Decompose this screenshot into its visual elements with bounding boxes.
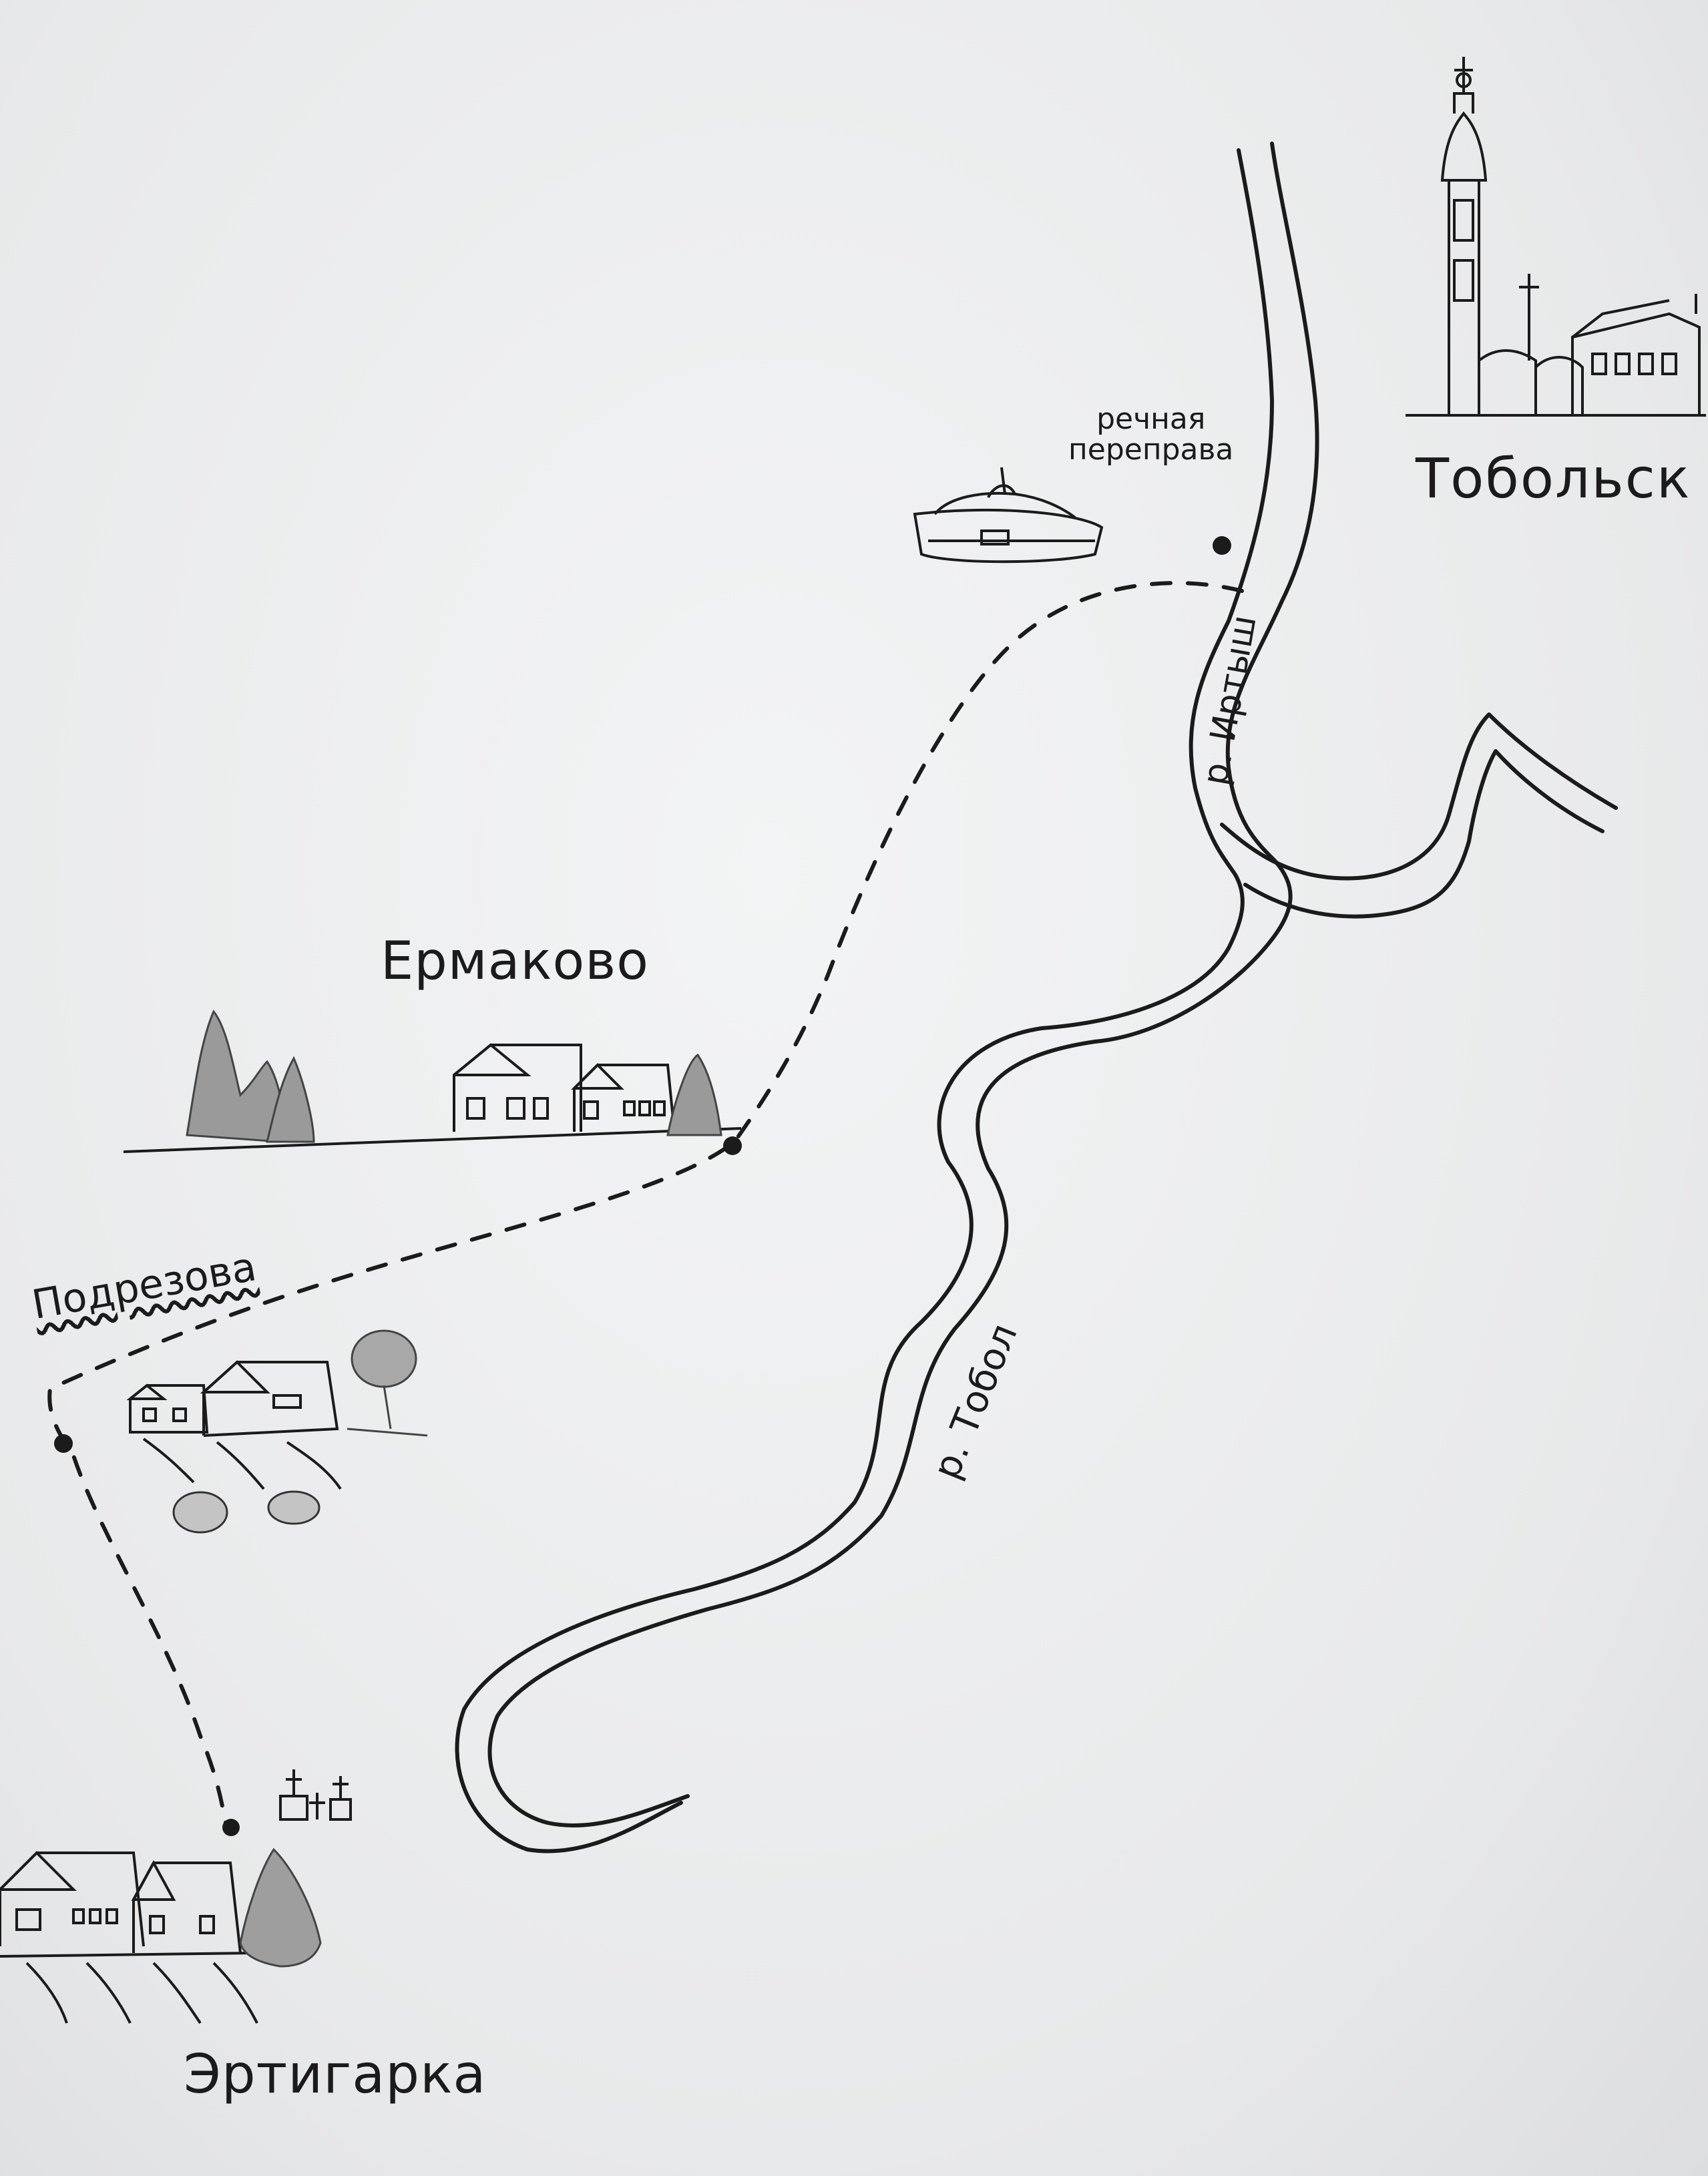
route-dot-ertigarka — [222, 1819, 240, 1836]
cemetery-crosses-icon — [279, 1769, 352, 1821]
tree-icon — [186, 1010, 722, 1143]
label-river-ferry: речная переправа — [1068, 404, 1233, 465]
label-ferry-line2: переправа — [1068, 433, 1234, 467]
tree-icon-ertigarka — [239, 1847, 322, 1968]
ferry-boat-icon — [913, 467, 1104, 564]
church-icon — [1406, 57, 1706, 417]
label-ertigarka: Эртигарка — [184, 2043, 487, 2105]
tree-icon-podrezova — [347, 1329, 428, 1437]
tobol-branch-north-bank — [1220, 712, 1618, 881]
farm-houses-icon — [126, 1360, 342, 1490]
label-tobolsk: Тобольск — [1416, 447, 1691, 511]
hay-bale-icon — [172, 1490, 321, 1534]
village-houses-ertigarka-icon — [0, 1851, 258, 2024]
route-dot-ferry — [1213, 536, 1231, 555]
route-dot-podrezova — [54, 1434, 73, 1453]
irtysh-river-right-bank — [487, 142, 1319, 1827]
label-ferry-line1: речная — [1096, 402, 1206, 436]
village-houses-icon — [123, 1043, 742, 1153]
tobol-branch-south-bank — [1243, 749, 1605, 919]
route-dashed-path — [47, 581, 1244, 1831]
route-dot-ermakovo — [723, 1136, 742, 1155]
irtysh-river-left-bank — [455, 148, 1274, 1854]
label-ermakovo: Ермаково — [381, 931, 649, 992]
